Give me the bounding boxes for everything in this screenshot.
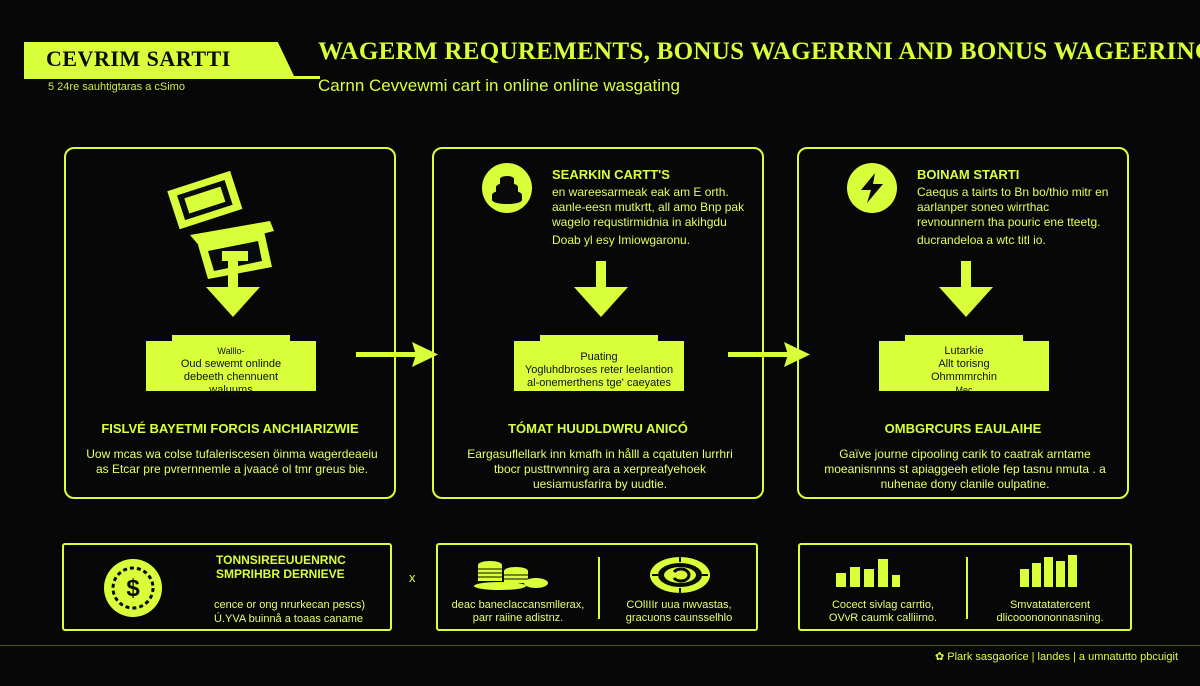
step-description: Gaïve journe cipooling carik to caatrak … [824,447,1106,491]
info-box-text-line: deac baneclaccansmllerax, [451,599,585,611]
divider [598,557,600,619]
info-box-text-line: Cocect sivlag carrtio, [831,599,935,611]
step-card-2: SEARKIN CARTT'S en wareesarmeak eak am E… [432,147,764,499]
step-box-line: Allt torisng [938,358,990,370]
step-box-line: Ohmmmrchin [930,371,997,383]
badge-title: CEVRIM SARTTI [46,46,231,71]
step-head-title: SEARKIN CARTT'S [552,167,670,182]
coin-pile-icon [474,561,548,590]
info-box-title-line: TONNSIREEUUENRNC [216,553,346,567]
page-subtitle: Carnn Cevvewmi cart in online online was… [318,76,680,95]
badge-bar [24,42,294,76]
step-head-description: Caequs a tairts to Bn bo/thio mitr en aa… [917,185,1109,229]
step-box: Walllo- Oud sewemt onlinde debeeth chenn… [146,335,316,396]
bar-chart-icon [836,559,900,587]
step-box-line: Mec [955,385,973,395]
page-title: WAGERM REQUREMENTS, BONUS WAGERRNI AND B… [318,38,1200,65]
step-head-description: en wareesarmeak eak am E orth. aanle-ees… [552,185,745,229]
info-box-text-line: OVvR caumk calliirno. [828,612,938,624]
step-head-footnote: Doab yl esy Imiowgaronu. [552,233,691,247]
divider [966,557,968,619]
down-arrow-icon [206,261,260,317]
step-card-1: Walllo- Oud sewemt onlinde debeeth chenn… [64,147,396,499]
title-badge: CEVRIM SARTTI 5 24re sauhtigtaras a cSim… [24,38,320,93]
bar-chart-icon [1020,555,1077,587]
leaf-icon: ✿ [934,651,948,663]
step-box: Puating Yogluhdbroses reter leelantion a… [514,335,684,391]
lightning-icon [847,163,897,213]
footer-credit: ✿ Plark sasgaorice | landes | a umnatutt… [935,650,1178,663]
step-card-3: BOINAM STARTI Caequs a tairts to Bn bo/t… [797,147,1129,499]
info-box-text: cence or ong nrurkecan pescs) Ú.YVA buin… [214,598,365,626]
step-title: FISLVÉ BAYETMI FORCIS ANCHIARIZWIE [101,421,359,436]
step-box: Lutarkie Allt torisng Ohmmmrchin Mec [879,335,1049,395]
step-title: OMBGRCURS EAULAIHE [884,421,1042,436]
badge-underline [24,76,320,79]
info-box-text-line: Smvatatatercent [1009,599,1091,611]
right-arrow-icon [728,342,810,367]
badge-subtitle: 5 24re sauhtigtaras a cSimo [48,81,185,93]
step-box-line: waluums [209,384,253,396]
footer-text: Plark sasgaorice | landes | a umnatutto … [947,651,1178,663]
step-title: TÓMAT HUUDLDWRU ANICÓ [508,421,688,436]
info-box-text-line: cence or ong nrurkecan pescs) [214,599,366,611]
step-box-line: Yogluhdbroses reter leelantion [524,364,674,376]
step-box-line: Oud sewemt onlinde [180,358,282,370]
down-arrow-icon [574,261,628,317]
info-box-text-line: COlIIIr uua nwvastas, [626,599,732,611]
info-box-title-line: SMPRIHBR DERNIEVE [216,567,345,581]
step-description: Eargasuflellark inn kmafh in hålll a cqa… [467,447,733,491]
separator-mark: x [409,570,416,585]
step-description: Uow mcas wa colse tufaleriscesen öinma w… [86,447,378,476]
footer-divider [0,645,1200,646]
dollar-coin-icon: $ [104,559,162,617]
svg-text:$: $ [126,575,140,602]
info-box-text-line: gracuons caunsselhlo [625,612,733,624]
info-box-text-line: dlicooonononnasning. [996,612,1104,624]
banknote-icon [167,171,274,279]
coin-stack-icon [482,163,532,213]
step-box-line: Walllo- [217,346,245,356]
info-box-title: TONNSIREEUUENRNC SMPRIHBR DERNIEVE [216,553,346,581]
step-box-line: Lutarkie [944,345,984,357]
info-box-2: deac baneclaccansmllerax, parr raiine ad… [436,543,758,631]
step-box-line: Puating [580,351,618,363]
step-head-title: BOINAM STARTI [917,167,1020,182]
step-head-footnote: ducrandeloa a wtc titl io. [917,233,1046,247]
right-arrow-icon [356,342,438,367]
down-arrow-icon [939,261,993,317]
info-box-1: $ TONNSIREEUUENRNC SMPRIHBR DERNIEVE cen… [62,543,392,631]
info-box-text-line: Ú.YVA buinnå a toaas caname [214,613,364,625]
step-box-line: debeeth chennuent [183,371,279,383]
step-box-line: al-onemerthens tge' caeyates [527,377,671,389]
info-box-text-line: parr raiine adistnz. [472,612,564,624]
info-box-3: Cocect sivlag carrtio, OVvR caumk callii… [798,543,1132,631]
poker-chip-icon [650,557,710,593]
